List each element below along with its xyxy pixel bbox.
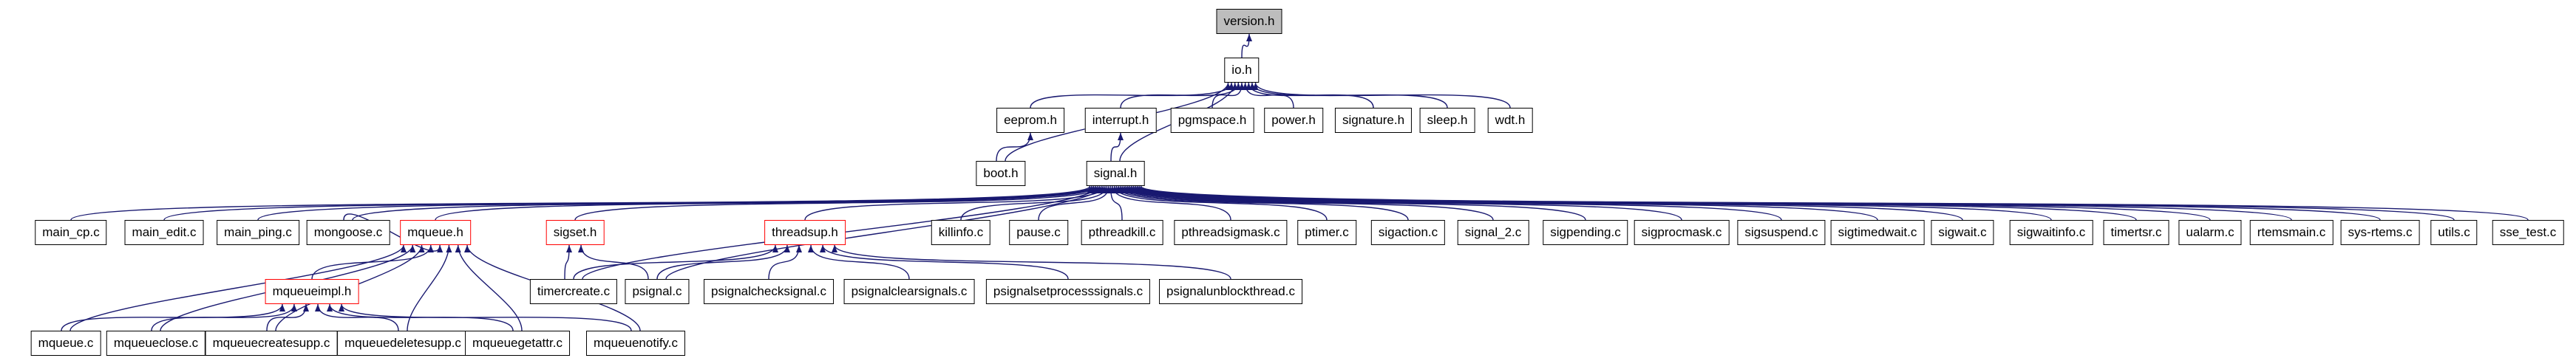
node-pause-c[interactable]: pause.c (1009, 220, 1068, 245)
node-sse-test-c[interactable]: sse_test.c (2492, 220, 2564, 245)
edge-mqueueclose_c-to-mqueueimpl_h (151, 303, 297, 331)
node-mqueueclose-c[interactable]: mqueueclose.c (106, 331, 206, 356)
edge-signal_h-to-interrupt_h (1110, 132, 1124, 162)
node-pthreadsigmask-c[interactable]: pthreadsigmask.c (1174, 220, 1288, 245)
edge-mongoose_c-to-mqueue_h (343, 213, 444, 253)
edge-psignalsetprocesssignals_c-to-threadsup_h (820, 244, 1069, 280)
node-sigprocmask-c[interactable]: sigprocmask.c (1634, 220, 1730, 245)
edge-psignalunblockthread_c-to-threadsup_h (832, 244, 1231, 280)
node-interrupt-h[interactable]: interrupt.h (1084, 108, 1157, 133)
edge-mqueuegetattr_c-to-mqueue_h (455, 244, 523, 331)
edge-boot_h-to-eeprom_h (996, 132, 1033, 162)
edge-interrupt_h-to-io_h (1120, 82, 1242, 109)
edge-wdt_h-to-io_h (1252, 82, 1511, 109)
node-signal-h[interactable]: signal.h (1086, 161, 1145, 186)
node-signature-h[interactable]: signature.h (1334, 108, 1413, 133)
edge-mqueuedeletesupp_c-to-mqueueimpl_h (315, 303, 399, 331)
node-sigwaitinfo-c[interactable]: sigwaitinfo.c (2009, 220, 2093, 245)
node-mqueue-c[interactable]: mqueue.c (30, 331, 101, 356)
node-utils-c[interactable]: utils.c (2430, 220, 2478, 245)
node-main-edit-c[interactable]: main_edit.c (124, 220, 204, 245)
edge-timercreate_c-to-sigset_h (564, 244, 572, 280)
edge-psignalchecksignal_c-to-threadsup_h (768, 244, 802, 280)
edge-timercreate_c-to-threadsup_h (573, 244, 778, 280)
node-rtemsmain-c[interactable]: rtemsmain.c (2249, 220, 2334, 245)
node-main-cp-c[interactable]: main_cp.c (35, 220, 107, 245)
node-timertsr-c[interactable]: timertsr.c (2103, 220, 2169, 245)
edge-sigpending_c-to-signal_h (1117, 185, 1586, 221)
edge-sse_test_c-to-signal_h (1138, 185, 2529, 221)
node-mqueuecreatesupp-c[interactable]: mqueuecreatesupp.c (205, 331, 338, 356)
edge-mqueue_c-to-mqueueimpl_h (61, 303, 285, 331)
edge-killinfo_c-to-signal_h (960, 185, 1110, 221)
node-sigset-h[interactable]: sigset.h (546, 220, 605, 245)
node-mqueue-h[interactable]: mqueue.h (400, 220, 471, 245)
edge-io_h-to-version_h (1241, 33, 1252, 58)
edge-psignal_c-to-threadsup_h (656, 244, 790, 280)
node-sigtimedwait-c[interactable]: sigtimedwait.c (1830, 220, 1925, 245)
node-boot-h[interactable]: boot.h (976, 161, 1026, 186)
node-psignalchecksignal-c[interactable]: psignalchecksignal.c (704, 279, 834, 304)
node-signal-2-c[interactable]: signal_2.c (1457, 220, 1529, 245)
edge-sigaction_c-to-signal_h (1113, 185, 1409, 221)
edge-mqueueimpl_h-to-mqueue_h (311, 244, 434, 280)
node-main-ping-c[interactable]: main_ping.c (217, 220, 299, 245)
edge-pthreadsigmask_c-to-signal_h (1109, 185, 1231, 221)
node-sigsuspend-c[interactable]: sigsuspend.c (1737, 220, 1826, 245)
edge-mqueuecreatesupp_c-to-mqueueimpl_h (266, 303, 309, 331)
node-sys-rtems-c[interactable]: sys-rtems.c (2340, 220, 2420, 245)
node-io-h[interactable]: io.h (1224, 58, 1260, 83)
node-psignalunblockthread-c[interactable]: psignalunblockthread.c (1159, 279, 1302, 304)
node-power-h[interactable]: power.h (1264, 108, 1323, 133)
node-timercreate-c[interactable]: timercreate.c (529, 279, 618, 304)
node-wdt-h[interactable]: wdt.h (1487, 108, 1533, 133)
node-ualarm-c[interactable]: ualarm.c (2178, 220, 2242, 245)
edge-mqueue_h-to-signal_h (435, 185, 1101, 221)
node-sigwait-c[interactable]: sigwait.c (1931, 220, 1994, 245)
node-ptimer-c[interactable]: ptimer.c (1297, 220, 1356, 245)
node-psignal-c[interactable]: psignal.c (625, 279, 690, 304)
node-mqueuegetattr-c[interactable]: mqueuegetattr.c (465, 331, 570, 356)
node-pgmspace-h[interactable]: pgmspace.h (1170, 108, 1254, 133)
node-killinfo-c[interactable]: killinfo.c (931, 220, 991, 245)
edge-signal_2_c-to-signal_h (1115, 185, 1494, 221)
node-mongoose-c[interactable]: mongoose.c (306, 220, 390, 245)
node-sigpending-c[interactable]: sigpending.c (1543, 220, 1628, 245)
node-sigaction-c[interactable]: sigaction.c (1370, 220, 1446, 245)
node-version-h[interactable]: version.h (1216, 9, 1282, 34)
edge-ptimer_c-to-signal_h (1111, 185, 1328, 221)
node-mqueuedeletesupp-c[interactable]: mqueuedeletesupp.c (337, 331, 469, 356)
node-eeprom-h[interactable]: eeprom.h (996, 108, 1064, 133)
node-psignalclearsignals-c[interactable]: psignalclearsignals.c (843, 279, 975, 304)
node-threadsup-h[interactable]: threadsup.h (764, 220, 846, 245)
node-sleep-h[interactable]: sleep.h (1419, 108, 1475, 133)
node-mqueueimpl-h[interactable]: mqueueimpl.h (265, 279, 359, 304)
edge-psignal_c-to-signal_h (665, 185, 1107, 280)
edge-mqueuedeletesupp_c-to-mqueue_h (407, 244, 452, 331)
node-mqueuenotify-c[interactable]: mqueuenotify.c (585, 331, 686, 356)
edge-sigset_h-to-signal_h (574, 185, 1104, 221)
edge-mqueuenotify_c-to-mqueueimpl_h (339, 303, 632, 331)
edge-pause_c-to-signal_h (1038, 185, 1112, 221)
edge-psignal_c-to-sigset_h (578, 244, 649, 280)
node-psignalsetprocesssignals-c[interactable]: psignalsetprocesssignals.c (985, 279, 1151, 304)
edge-psignalclearsignals_c-to-threadsup_h (808, 244, 910, 280)
node-pthreadkill-c[interactable]: pthreadkill.c (1081, 220, 1163, 245)
